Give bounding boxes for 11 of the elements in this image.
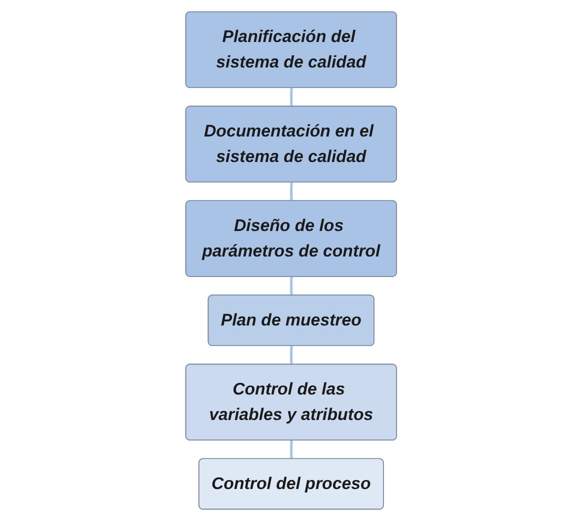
connector [290, 346, 293, 365]
connector [290, 440, 293, 460]
connector [290, 276, 293, 296]
process-box: Control de las variables y atributos [185, 364, 397, 440]
process-box: Documentación en el sistema de calidad [185, 106, 397, 182]
connector [290, 88, 293, 107]
process-box: Plan de muestreo [208, 294, 374, 346]
process-box: Control del proceso [198, 458, 384, 510]
connector [290, 182, 293, 202]
process-box: Diseño de los parámetros de control [185, 200, 397, 277]
process-box: Planificación del sistema de calidad [185, 11, 397, 88]
